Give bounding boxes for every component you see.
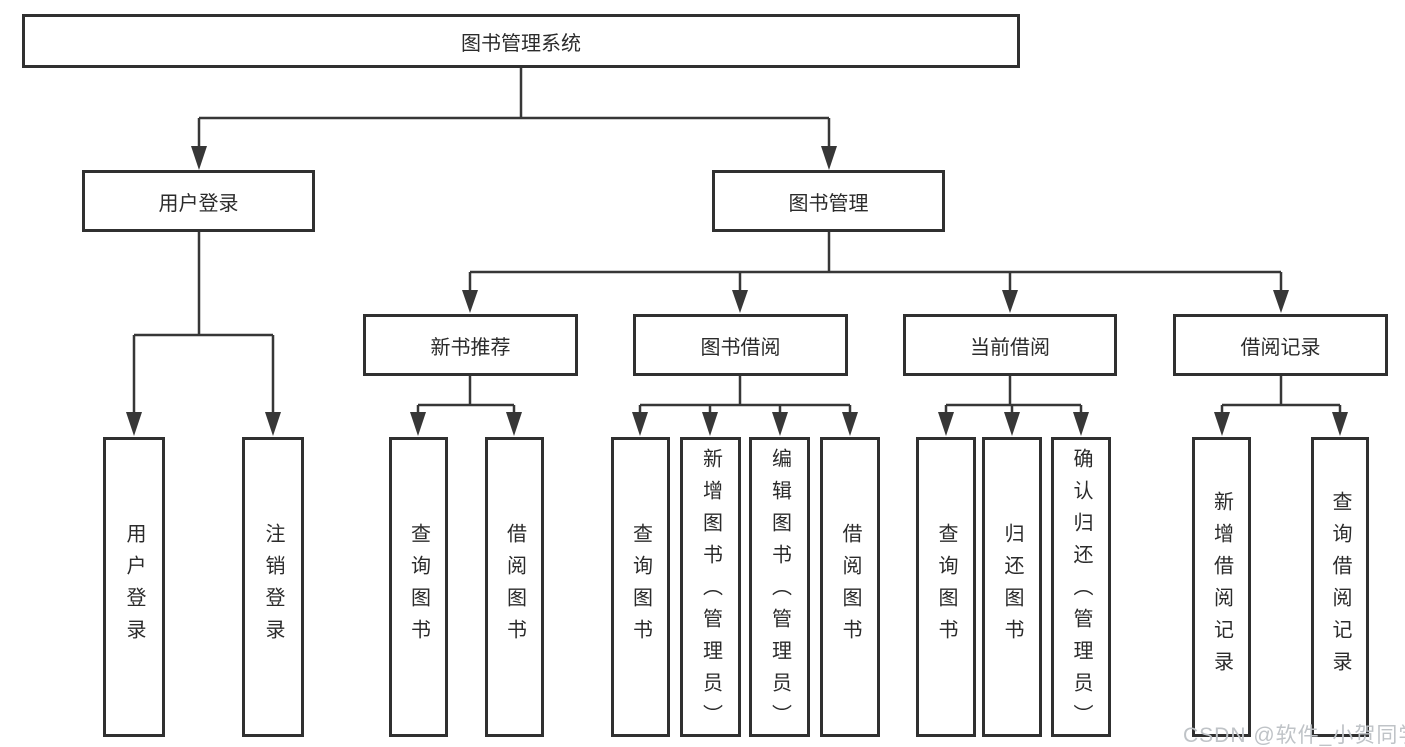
node-new-book-recommend: 新书推荐 [363, 314, 578, 376]
node-borrow-books: 借阅图书 [820, 437, 880, 737]
node-query-books-borrow: 查询图书 [611, 437, 670, 737]
node-current-borrow: 当前借阅 [903, 314, 1117, 376]
node-root: 图书管理系统 [22, 14, 1020, 68]
node-edit-book-admin: 编辑图书（管理员） [749, 437, 810, 737]
node-login: 用户登录 [103, 437, 165, 737]
node-query-books-current: 查询图书 [916, 437, 976, 737]
node-query-borrow-record: 查询借阅记录 [1311, 437, 1369, 737]
node-borrow-books-recommend: 借阅图书 [485, 437, 544, 737]
node-book-borrow: 图书借阅 [633, 314, 848, 376]
arrowhead-icons [126, 146, 1348, 436]
node-add-book-admin: 新增图书（管理员） [680, 437, 741, 737]
node-borrow-records: 借阅记录 [1173, 314, 1388, 376]
node-logout: 注销登录 [242, 437, 304, 737]
node-book-management: 图书管理 [712, 170, 945, 232]
node-query-books-recommend: 查询图书 [389, 437, 448, 737]
node-return-books: 归还图书 [982, 437, 1042, 737]
watermark: CSDN @软件_小贺同学 [1183, 724, 1405, 747]
node-confirm-return-admin: 确认归还（管理员） [1051, 437, 1111, 737]
node-user-login-branch: 用户登录 [82, 170, 315, 232]
node-add-borrow-record: 新增借阅记录 [1192, 437, 1251, 737]
